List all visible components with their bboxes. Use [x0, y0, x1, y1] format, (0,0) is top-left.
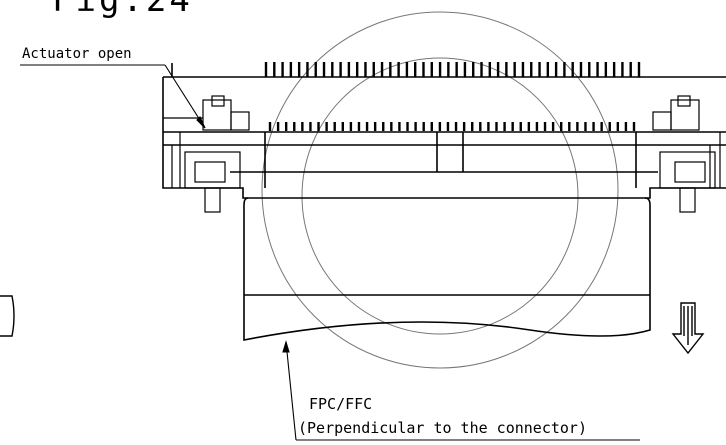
partial-side-view [0, 295, 15, 337]
connector-housing [162, 63, 726, 199]
top-pin-row [264, 62, 641, 77]
fpc-cable [243, 197, 651, 341]
perpendicular-note: (Perpendicular to the connector) [298, 419, 587, 437]
detail-circles [261, 11, 619, 369]
right-latch [652, 95, 721, 213]
left-latch [163, 95, 250, 213]
fpc-ffc-label: FPC/FFC [309, 395, 373, 413]
actuator-leader [20, 64, 206, 129]
actuator-open-label: Actuator open [22, 46, 132, 62]
middle-pin-row [268, 122, 636, 131]
down-arrow-icon [671, 302, 705, 355]
fpc-leader [282, 340, 640, 441]
figure-title: Fig.24 [52, 0, 193, 20]
